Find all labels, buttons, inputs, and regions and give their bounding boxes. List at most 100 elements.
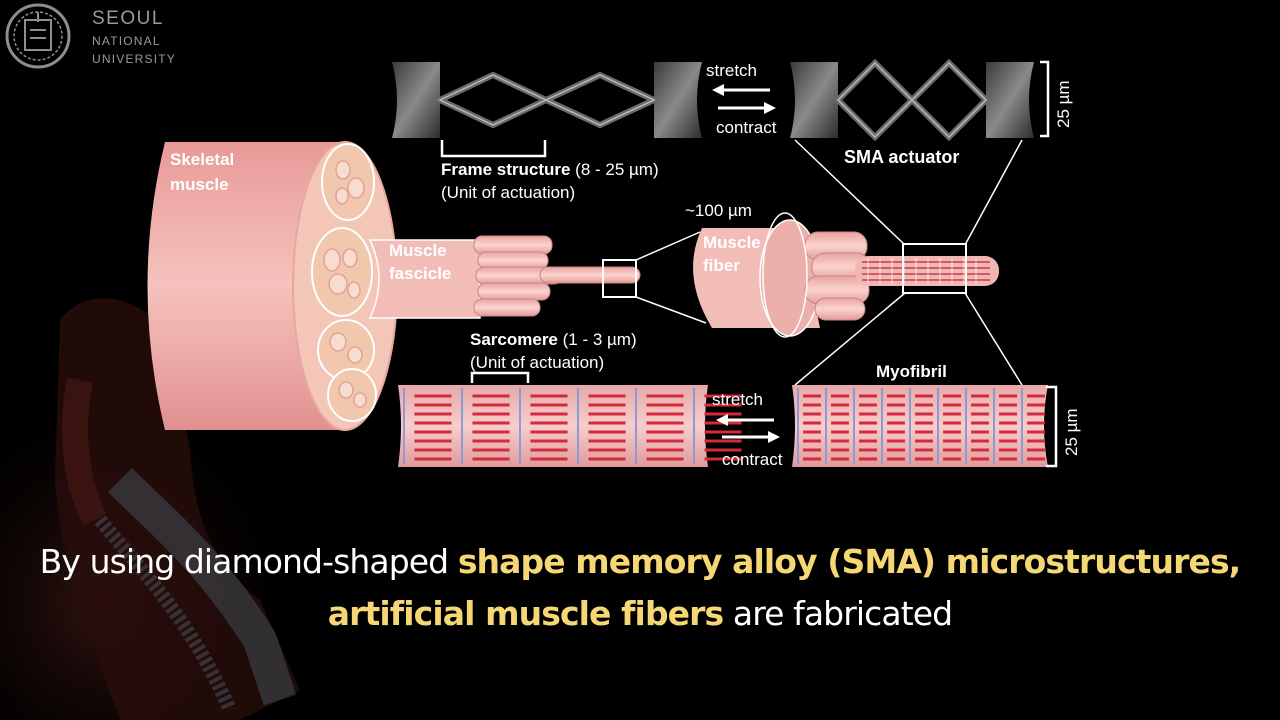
myosin-filament (971, 421, 989, 425)
myosin-filament (646, 430, 684, 434)
myosin-filament (999, 439, 1017, 443)
myosin-filament (915, 412, 933, 416)
myosin-filament (915, 448, 933, 452)
label-scale-top: 25 µm (1054, 80, 1073, 128)
myosin-filament (887, 457, 905, 461)
myosin-filament (999, 394, 1017, 398)
sma-frame-left (392, 62, 702, 138)
myosin-filament (646, 457, 684, 461)
myosin-filament (472, 403, 510, 407)
myosin-filament (704, 403, 742, 407)
myosin-filament (414, 412, 452, 416)
myosin-filament (971, 457, 989, 461)
myosin-filament (999, 421, 1017, 425)
caption-line1-plain: By using diamond-shaped (39, 542, 458, 581)
myosin-filament (530, 421, 568, 425)
myosin-filament (646, 439, 684, 443)
myosin-filament (831, 430, 849, 434)
myosin-filament (915, 430, 933, 434)
myosin-filament (887, 430, 905, 434)
myosin-filament (971, 394, 989, 398)
myosin-filament (999, 448, 1017, 452)
myosin-filament (414, 394, 452, 398)
myosin-filament (887, 394, 905, 398)
myosin-filament (943, 412, 961, 416)
caption-line2-highlight: artificial muscle fibers (327, 594, 724, 633)
myosin-filament (887, 421, 905, 425)
myosin-filament (803, 439, 821, 443)
myosin-filament (831, 394, 849, 398)
myosin-filament (530, 457, 568, 461)
logo-university: UNIVERSITY (92, 52, 177, 66)
myosin-filament (646, 448, 684, 452)
myosin-filament (859, 448, 877, 452)
scale-bracket-top (1040, 60, 1050, 138)
myosin-filament (414, 403, 452, 407)
myosin-filament (588, 457, 626, 461)
label-contract-bottom: contract (722, 450, 783, 469)
myosin-filament (704, 412, 742, 416)
myosin-filament (414, 421, 452, 425)
myosin-filament (646, 394, 684, 398)
myosin-filament (943, 421, 961, 425)
myosin-filament (704, 439, 742, 443)
label-sarcomere: Sarcomere (1 - 3 µm) (470, 330, 637, 350)
myosin-filament (1027, 448, 1045, 452)
label-frame-structure: Frame structure (8 - 25 µm) (441, 160, 659, 180)
skeletal-muscle-cylinder (147, 141, 398, 431)
label-scale-bottom: 25 µm (1062, 408, 1081, 456)
myosin-filament (472, 439, 510, 443)
myofibril-strip-contracted (792, 385, 1048, 467)
myosin-filament (887, 412, 905, 416)
myosin-filament (588, 403, 626, 407)
arrows-bottom (716, 414, 780, 443)
label-muscle-fiber-2: fiber (703, 256, 740, 275)
myosin-filament (472, 412, 510, 416)
label-sarcomere-unit: (Unit of actuation) (470, 353, 605, 372)
myosin-filament (971, 439, 989, 443)
zoom-box-fascicle (602, 259, 637, 298)
myosin-filament (943, 439, 961, 443)
myosin-filament (943, 430, 961, 434)
frame-title: Frame structure (441, 160, 571, 179)
myosin-filament (472, 430, 510, 434)
myosin-filament (803, 448, 821, 452)
label-contract-top: contract (716, 118, 777, 137)
myosin-filament (831, 403, 849, 407)
myosin-filament (1027, 421, 1045, 425)
caption-line-1: By using diamond-shaped shape memory all… (0, 542, 1280, 581)
myosin-filament (831, 448, 849, 452)
myosin-filament (588, 421, 626, 425)
myosin-filament (1027, 457, 1045, 461)
myosin-filament (999, 403, 1017, 407)
myosin-filament (1027, 439, 1045, 443)
myosin-filament (646, 403, 684, 407)
myosin-filament (588, 439, 626, 443)
myosin-filament (859, 412, 877, 416)
myosin-filament (915, 421, 933, 425)
myosin-filament (530, 430, 568, 434)
myosin-filament (803, 394, 821, 398)
zoom-box-myofibril (902, 243, 967, 294)
label-stretch-top: stretch (706, 61, 758, 80)
myosin-filament (831, 457, 849, 461)
myosin-filament (859, 439, 877, 443)
myosin-filament (472, 394, 510, 398)
myosin-filament (915, 439, 933, 443)
label-stretch-bottom: stretch (712, 390, 764, 409)
myosin-filament (530, 403, 568, 407)
myosin-filament (472, 448, 510, 452)
sarcomere-bracket (470, 371, 530, 383)
myosin-filament (999, 430, 1017, 434)
myosin-filament (704, 430, 742, 434)
myosin-filament (704, 394, 742, 398)
frame-range: (8 - 25 µm) (570, 160, 659, 179)
myosin-filament (530, 439, 568, 443)
myosin-filament (971, 412, 989, 416)
label-skeletal-muscle-2: muscle (170, 175, 229, 194)
sma-frame-right (790, 58, 1034, 142)
myosin-filament (704, 457, 742, 461)
myosin-filament (530, 412, 568, 416)
myosin-filament (803, 412, 821, 416)
